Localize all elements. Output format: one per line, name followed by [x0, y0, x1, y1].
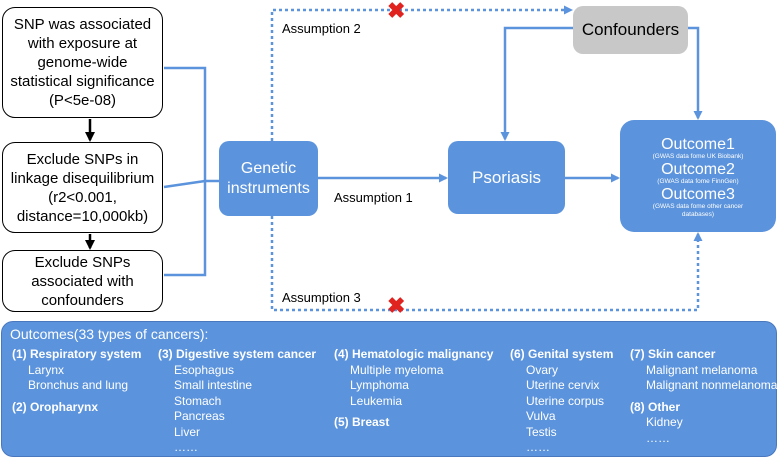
category-item: Uterine cervix [526, 378, 600, 392]
x-mark-icon: ✖ [387, 293, 406, 318]
category-item: Larynx [28, 362, 65, 377]
psoriasis-label: Psoriasis [472, 167, 541, 187]
category-item: Malignant melanoma [646, 362, 758, 377]
category-item: Testis [526, 424, 557, 439]
snp1-line: (P<5e-08) [48, 92, 117, 109]
snp2-line: distance=10,000kb) [16, 207, 149, 225]
dotted-assumption-2 [270, 5, 573, 141]
category-item: …… [646, 430, 670, 445]
category-header: (8) Other [630, 399, 681, 414]
category-header: (3) Digestive system cancer [158, 347, 317, 361]
category-item: Leukemia [350, 393, 403, 408]
category-item: Uterine corpus [526, 393, 605, 408]
psoriasis-box: Psoriasis [448, 141, 565, 214]
category-header: (5) Breast [334, 415, 390, 429]
outcomes-column: (3) Digestive system cancer Esophagus Sm… [158, 347, 316, 456]
category-item: Kidney [646, 415, 683, 429]
snp3-line: confounders [41, 291, 124, 309]
snp3-line: Exclude SNPs [34, 253, 131, 271]
snp1-line: genome-wide [37, 54, 128, 71]
assumption-1-label: Assumption 1 [334, 190, 413, 205]
category-item: Malignant nonmelanoma [646, 378, 778, 392]
assumption-2-label: Assumption 2 [282, 21, 361, 36]
genetic-line: Genetic [240, 159, 297, 177]
confounders-box: Confounders [573, 6, 688, 54]
snp-significance-box: SNP was associated with exposure at geno… [2, 7, 163, 118]
snp3-line: associated with [31, 272, 134, 290]
outcome-source: (GWAS data fome FinnGen) [657, 177, 739, 185]
category-item: Pancreas [174, 409, 225, 423]
outcomes-panel-title: Outcomes(33 types of cancers): [10, 326, 209, 342]
outcome-title: Outcome1 [661, 135, 735, 153]
outcomes-column: (6) Genital system Ovary Uterine cervix … [510, 347, 613, 456]
arrow-confounders-to-outcome [688, 26, 703, 120]
category-header: (4) Hematologic malignancy [334, 347, 494, 361]
snp1-line: SNP was associated [13, 16, 152, 33]
x-mark-icon: ✖ [387, 0, 406, 23]
category-item: Lymphoma [350, 378, 409, 392]
outcome-title: Outcome2 [661, 160, 735, 178]
genetic-line: instruments [227, 179, 310, 197]
snp1-line: statistical significance [10, 73, 155, 90]
assumption-3-label: Assumption 3 [282, 290, 361, 305]
snp2-line: Exclude SNPs in [26, 150, 139, 168]
category-item: Bronchus and lung [28, 378, 129, 392]
outcomes-column: (4) Hematologic malignancy Multiple myel… [334, 347, 493, 431]
confounders-label: Confounders [581, 20, 680, 39]
category-item: …… [174, 440, 198, 454]
category-item: Stomach [174, 393, 222, 408]
category-item: Liver [174, 424, 201, 439]
outcomes-column: (1) Respiratory system Larynx Bronchus a… [12, 347, 141, 415]
outcome-source: (GWAS data fome other cancer [652, 202, 744, 210]
snp-confounder-box: Exclude SNPs associated with confounders [2, 250, 163, 312]
snp-ld-box: Exclude SNPs in linkage disequilibrium (… [2, 142, 163, 233]
outcomes-column: (7) Skin cancer Malignant melanoma Malig… [630, 347, 777, 446]
category-header: (7) Skin cancer [630, 347, 716, 361]
outcomes-box: Outcome1 (GWAS data fome UK Biobank) Out… [620, 120, 776, 232]
category-item: Vulva [526, 409, 556, 423]
category-header: (1) Respiratory system [12, 347, 142, 361]
bracket-snp1 [164, 66, 207, 181]
snp2-line: (r2<0.001, [48, 188, 117, 206]
category-item: Small intestine [174, 378, 253, 392]
arrow-confounders-to-psoriasis [500, 26, 573, 141]
category-header: (6) Genital system [510, 347, 614, 361]
snp1-line: with exposure at [27, 35, 138, 52]
bracket-snp2 [163, 179, 206, 189]
outcome-title: Outcome3 [661, 185, 735, 203]
category-header: (2) Oropharynx [12, 399, 99, 414]
outcomes-panel: Outcomes(33 types of cancers): (1) Respi… [1, 321, 777, 457]
outcome-source: (GWAS data fome UK Biobank) [652, 152, 744, 160]
category-item: Esophagus [174, 362, 235, 377]
genetic-instruments-box: Genetic instruments [219, 141, 318, 216]
dotted-assumption-3 [270, 216, 703, 312]
category-item: …… [526, 440, 550, 454]
outcome-source: databases) [681, 210, 715, 218]
bracket-snp3 [164, 179, 219, 277]
category-item: Multiple myeloma [350, 362, 444, 377]
category-item: Ovary [526, 362, 559, 377]
snp2-line: linkage disequilibrium [10, 169, 155, 187]
